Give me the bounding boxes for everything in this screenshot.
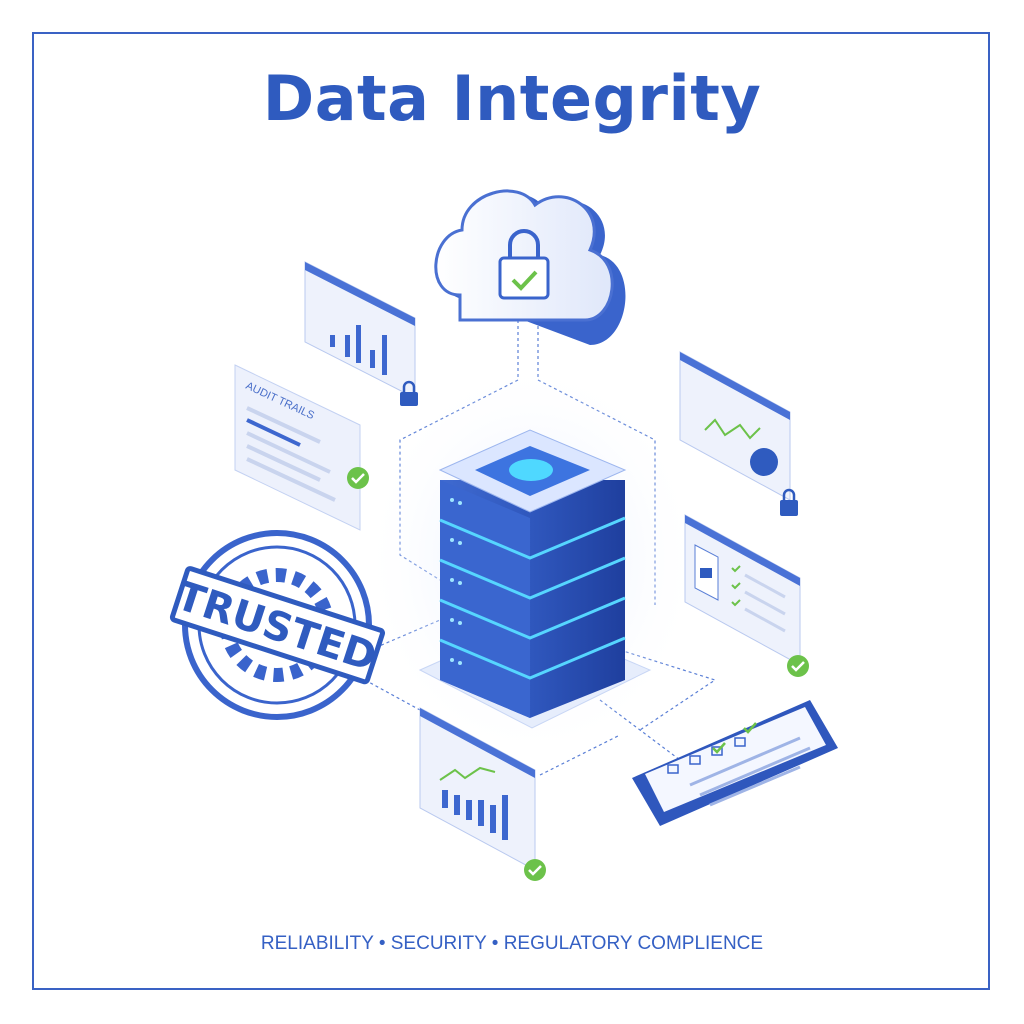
bar-chart-panel — [304, 261, 418, 406]
border-frame — [32, 32, 990, 990]
lock-icon — [400, 392, 418, 406]
page-title: Data Integrity — [262, 62, 762, 135]
check-badge-icon — [787, 655, 809, 677]
trusted-stamp: TRUSTED — [169, 530, 386, 720]
trusted-label: TRUSTED — [171, 573, 382, 681]
server-stack-icon — [438, 429, 627, 718]
growth-chart-panel — [419, 707, 546, 881]
check-badge-icon — [524, 859, 546, 881]
tablet-checklist-icon — [632, 700, 838, 826]
cloud-lock-icon — [434, 189, 626, 345]
line-chart-panel — [679, 351, 798, 516]
tagline: RELIABILITY • SECURITY • REGULATORY COMP… — [260, 933, 764, 954]
lock-icon — [750, 448, 778, 476]
check-badge-icon — [347, 467, 369, 489]
audit-trails-panel: AUDIT TRAILS — [234, 364, 369, 531]
document-checklist-panel — [684, 514, 809, 677]
